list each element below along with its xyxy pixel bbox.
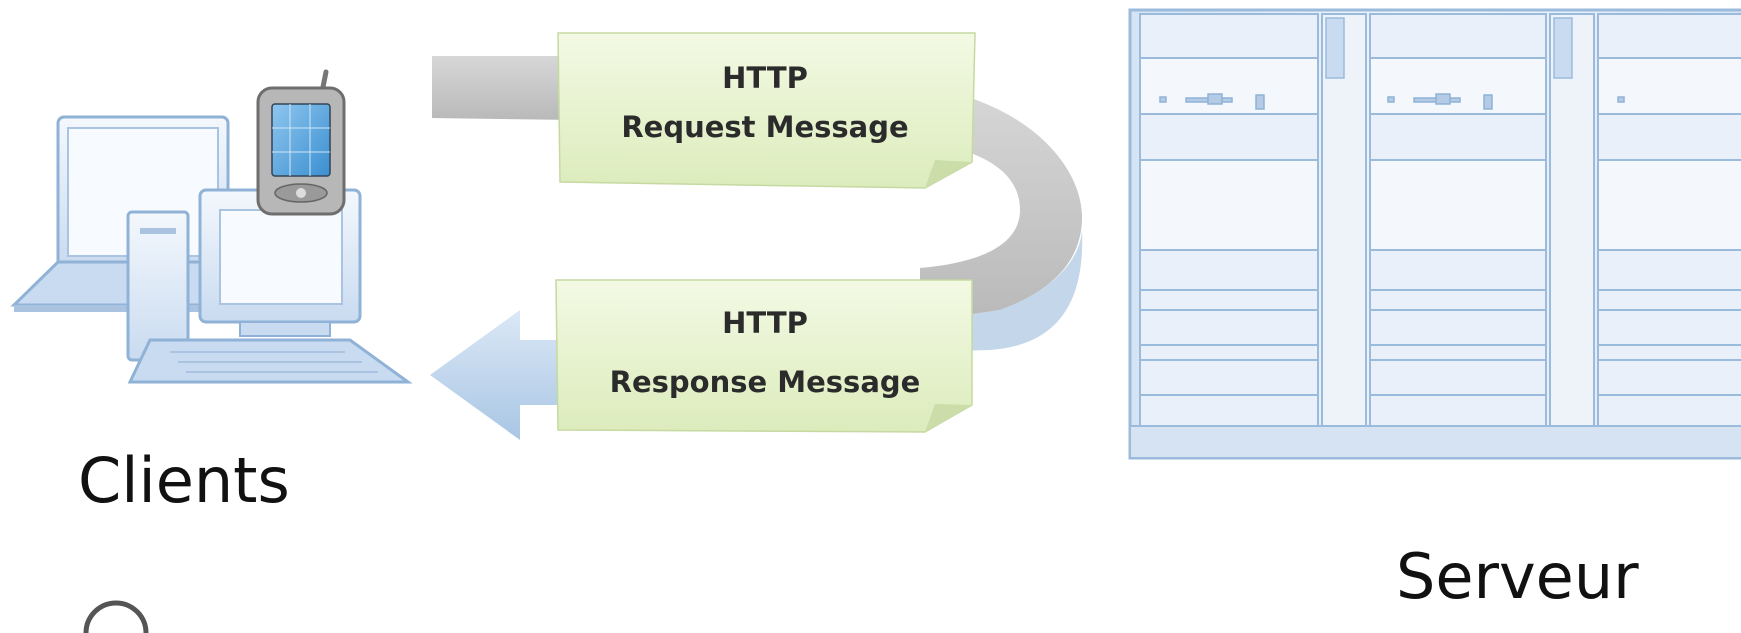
clients-illustration (10, 69, 413, 384)
request-line1: HTTP (722, 61, 808, 95)
response-line1: HTTP (722, 306, 808, 340)
server-rack-icon (1128, 8, 1741, 460)
server-label: Serveur (1396, 540, 1639, 613)
response-line2: Response Message (610, 365, 921, 399)
clients-label: Clients (78, 444, 290, 517)
request-line2: Request Message (621, 110, 908, 144)
request-message-note: HTTP Request Message (557, 32, 976, 189)
pda-phone-icon (256, 69, 346, 216)
response-message-note: HTTP Response Message (555, 279, 973, 433)
partial-circle-icon (83, 600, 149, 633)
desktop-computer-icon (126, 188, 413, 384)
